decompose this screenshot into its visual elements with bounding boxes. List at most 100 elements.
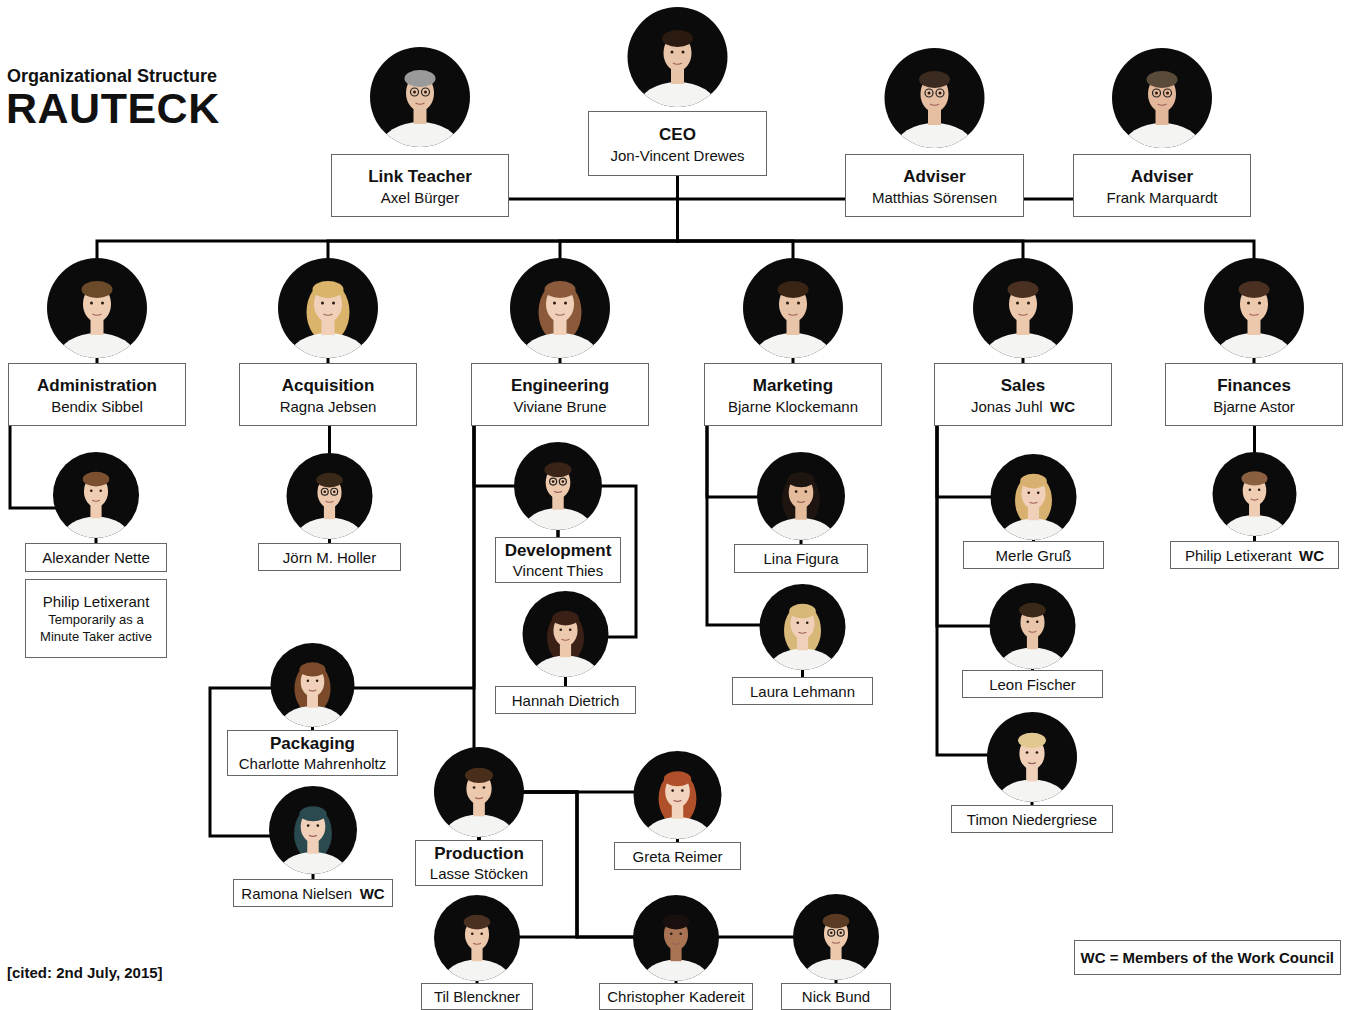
- photo-eye: [1258, 302, 1261, 305]
- text-line: Lina Figura: [763, 549, 838, 568]
- member-box: Laura Lehmann: [732, 677, 873, 705]
- photo-hair: [1020, 474, 1047, 489]
- box-heading: Adviser: [903, 167, 965, 186]
- photo-mouth: [1019, 314, 1028, 315]
- photo-mouth: [832, 942, 840, 943]
- photo-mouth: [562, 639, 570, 640]
- person-name: Til Blenckner: [434, 988, 520, 1005]
- member-box: Christopher Kadereit: [599, 983, 753, 1010]
- text-line: Laura Lehmann: [750, 682, 855, 701]
- photo-hair: [299, 662, 325, 676]
- photo-eye: [317, 824, 320, 827]
- photo-hair: [784, 605, 821, 657]
- person-name: Charlotte Mahrenholtz: [239, 755, 387, 772]
- member-box: Nick Bund: [781, 983, 891, 1010]
- member-box: Hannah Dietrich: [495, 686, 636, 714]
- role-box: FinancesBjarne Astor: [1165, 363, 1343, 426]
- photo-hair: [544, 462, 571, 477]
- photo-hair: [789, 604, 816, 619]
- person-name: Vincent Thies: [513, 562, 603, 579]
- photo-eye: [1258, 489, 1261, 492]
- photo-eye: [323, 490, 326, 493]
- role-box: PackagingCharlotte Mahrenholtz: [227, 730, 398, 776]
- photo-hair: [294, 807, 332, 860]
- photo-glasses: [411, 88, 419, 96]
- photo-hair: [307, 282, 350, 342]
- photo-mouth: [930, 104, 939, 105]
- text-line: Adviser: [903, 165, 965, 188]
- photo-hair: [465, 768, 493, 783]
- citation-note: [cited: 2nd July, 2015]: [7, 963, 163, 982]
- box-heading: Packaging: [270, 734, 355, 753]
- box-heading: Marketing: [753, 376, 833, 395]
- photo-hair: [83, 472, 110, 487]
- photo-mouth: [475, 797, 483, 798]
- member-box: Lina Figura: [734, 544, 868, 573]
- photo-eye: [671, 51, 674, 54]
- photo-mouth: [672, 943, 680, 944]
- box-heading: Link Teacher: [368, 167, 472, 186]
- photo-eye: [1036, 751, 1039, 754]
- person-name: Axel Bürger: [381, 189, 459, 206]
- photo-hair: [664, 771, 691, 786]
- photo-eye: [333, 490, 336, 493]
- text-line: Charlotte Mahrenholtz: [239, 754, 387, 773]
- text-line: Hannah Dietrich: [512, 691, 620, 710]
- member-box: Greta Reimer: [614, 842, 741, 870]
- photo-eye: [830, 931, 833, 934]
- person-name: Nick Bund: [802, 988, 870, 1005]
- member-box: Jörn M. Holler: [258, 543, 401, 571]
- photo-mouth: [1030, 502, 1038, 503]
- member-box: Philip LetixerantTemporarily as a Minute…: [25, 579, 167, 658]
- photo-mouth: [797, 501, 805, 502]
- text-line: Timon Niedergriese: [967, 810, 1097, 829]
- text-line: Vincent Thies: [513, 561, 603, 580]
- role-box: AdministrationBendix Sibbel: [8, 363, 186, 426]
- text-line: Bjarne Astor: [1213, 397, 1295, 416]
- photo-eye: [679, 932, 682, 935]
- person-name: Alexander Nette: [42, 549, 150, 566]
- person-name: Bjarne Klockemann: [728, 398, 858, 415]
- member-box: Ramona NielsenWC: [233, 879, 393, 907]
- photo-glasses: [422, 88, 430, 96]
- photo-eye: [413, 91, 416, 94]
- photo-hair: [1239, 281, 1270, 298]
- photo-glasses: [1153, 89, 1161, 97]
- photo-hair: [1008, 281, 1039, 298]
- photo-hair: [1018, 733, 1046, 748]
- role-box: MarketingBjarne Klockemann: [704, 363, 882, 426]
- text-line: Merle Gruß: [996, 546, 1072, 565]
- person-name: Jörn M. Holler: [283, 549, 376, 566]
- photo-eye: [1036, 620, 1039, 623]
- org-connector: [1024, 198, 1073, 201]
- box-heading: Finances: [1217, 376, 1291, 395]
- person-name: Lasse Stöcken: [430, 865, 528, 882]
- photo-eye: [483, 786, 486, 789]
- photo-eye: [473, 786, 476, 789]
- photo-eye: [928, 92, 931, 95]
- photo-eye: [1026, 620, 1029, 623]
- person-name: Timon Niedergriese: [967, 811, 1097, 828]
- photo-mouth: [673, 63, 682, 64]
- photo-mouth: [309, 690, 317, 691]
- box-heading: CEO: [659, 125, 696, 144]
- role-box: Link TeacherAxel Bürger: [331, 154, 509, 217]
- photo-glasses: [559, 478, 566, 485]
- text-line: Bendix Sibbel: [51, 397, 143, 416]
- org-connector: [678, 176, 846, 199]
- text-line: Christopher Kadereit: [607, 987, 745, 1006]
- text-line: Lasse Stöcken: [430, 864, 528, 883]
- photo-eye: [480, 932, 483, 935]
- photo-glasses: [828, 929, 835, 936]
- photo-eye: [564, 302, 567, 305]
- company-logo: RAUTECK: [6, 86, 220, 130]
- photo-mouth: [799, 632, 807, 633]
- person-name: Lina Figura: [763, 550, 838, 567]
- photo-eye: [316, 680, 319, 683]
- text-line: Ramona NielsenWC: [241, 884, 384, 903]
- photo-hair: [547, 612, 584, 664]
- photo-hair: [778, 281, 809, 298]
- work-council-mark: WC: [1299, 547, 1324, 564]
- photo-eye: [101, 302, 104, 305]
- text-line: Philip LetixerantWC: [1185, 546, 1324, 565]
